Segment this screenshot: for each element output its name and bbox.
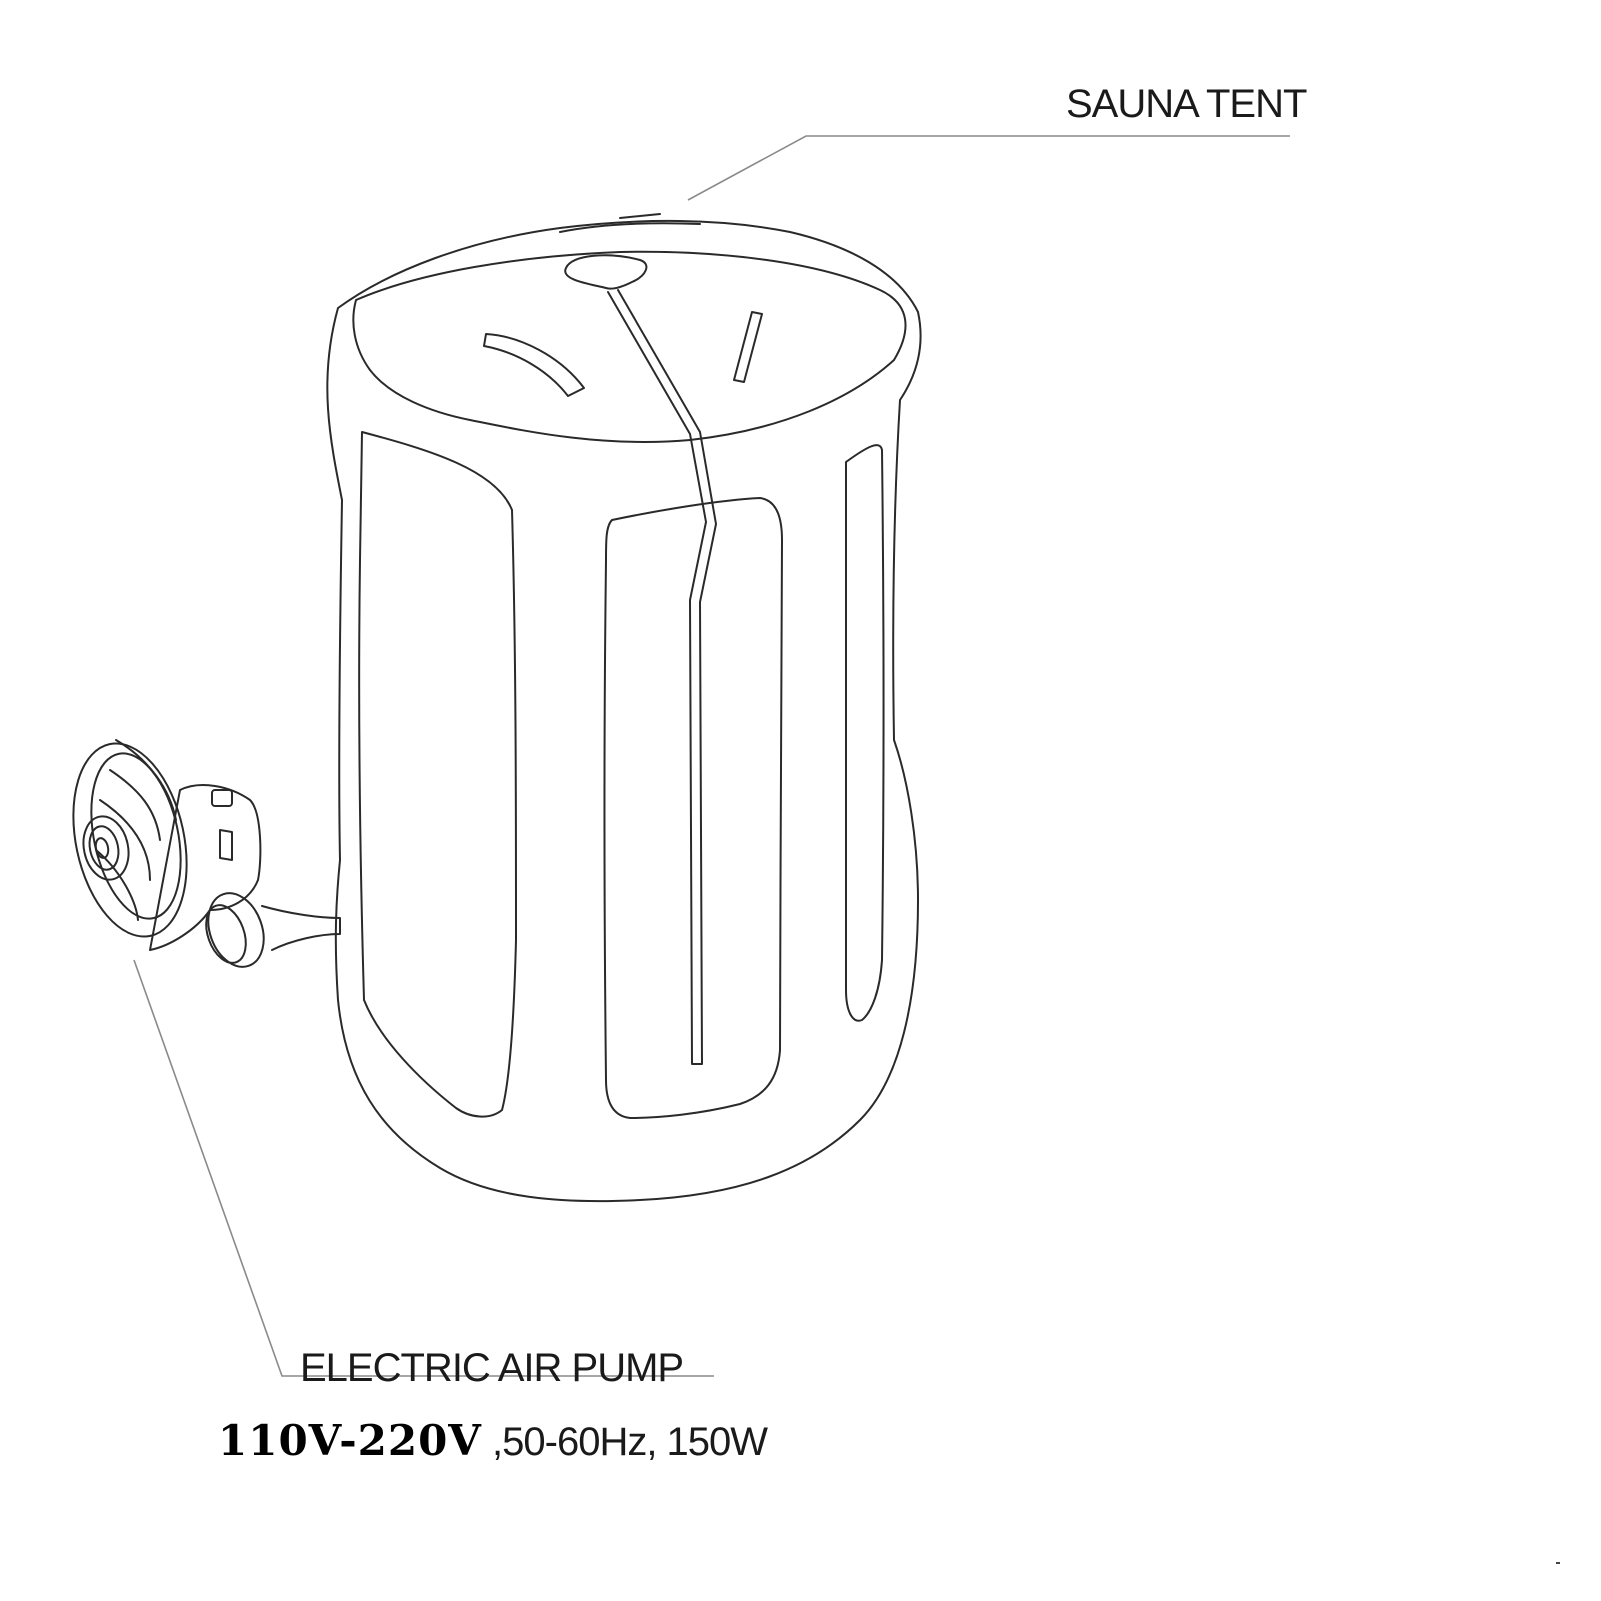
corner-mark bbox=[1556, 1562, 1560, 1564]
hose-ring bbox=[207, 892, 265, 968]
tent-leader-line bbox=[687, 135, 1290, 201]
sauna-tent-label: SAUNA TENT bbox=[1066, 82, 1307, 126]
tent-top-rim bbox=[352, 250, 907, 443]
pump-hose bbox=[261, 905, 341, 951]
panel-center bbox=[603, 497, 783, 1119]
frequency-power-spec: ,50-60Hz, 150W bbox=[481, 1420, 768, 1464]
top-vent-left bbox=[483, 333, 585, 397]
electric-air-pump-label: ELECTRIC AIR PUMP bbox=[300, 1346, 684, 1390]
pump-leader-line bbox=[133, 959, 714, 1377]
pump-switch bbox=[211, 789, 233, 807]
top-valve bbox=[564, 254, 648, 290]
pump-nozzle bbox=[82, 815, 130, 881]
pump-fan-disc bbox=[72, 742, 188, 938]
tent-outline bbox=[326, 219, 922, 1203]
panel-left bbox=[358, 431, 517, 1118]
zipper-line bbox=[607, 289, 717, 1065]
panel-right bbox=[844, 444, 885, 1022]
top-vent-right bbox=[733, 311, 763, 383]
pump-spec-line: 110V-220V ,50-60Hz, 150W bbox=[218, 1416, 768, 1465]
voltage-spec: 110V-220V bbox=[218, 1416, 482, 1465]
